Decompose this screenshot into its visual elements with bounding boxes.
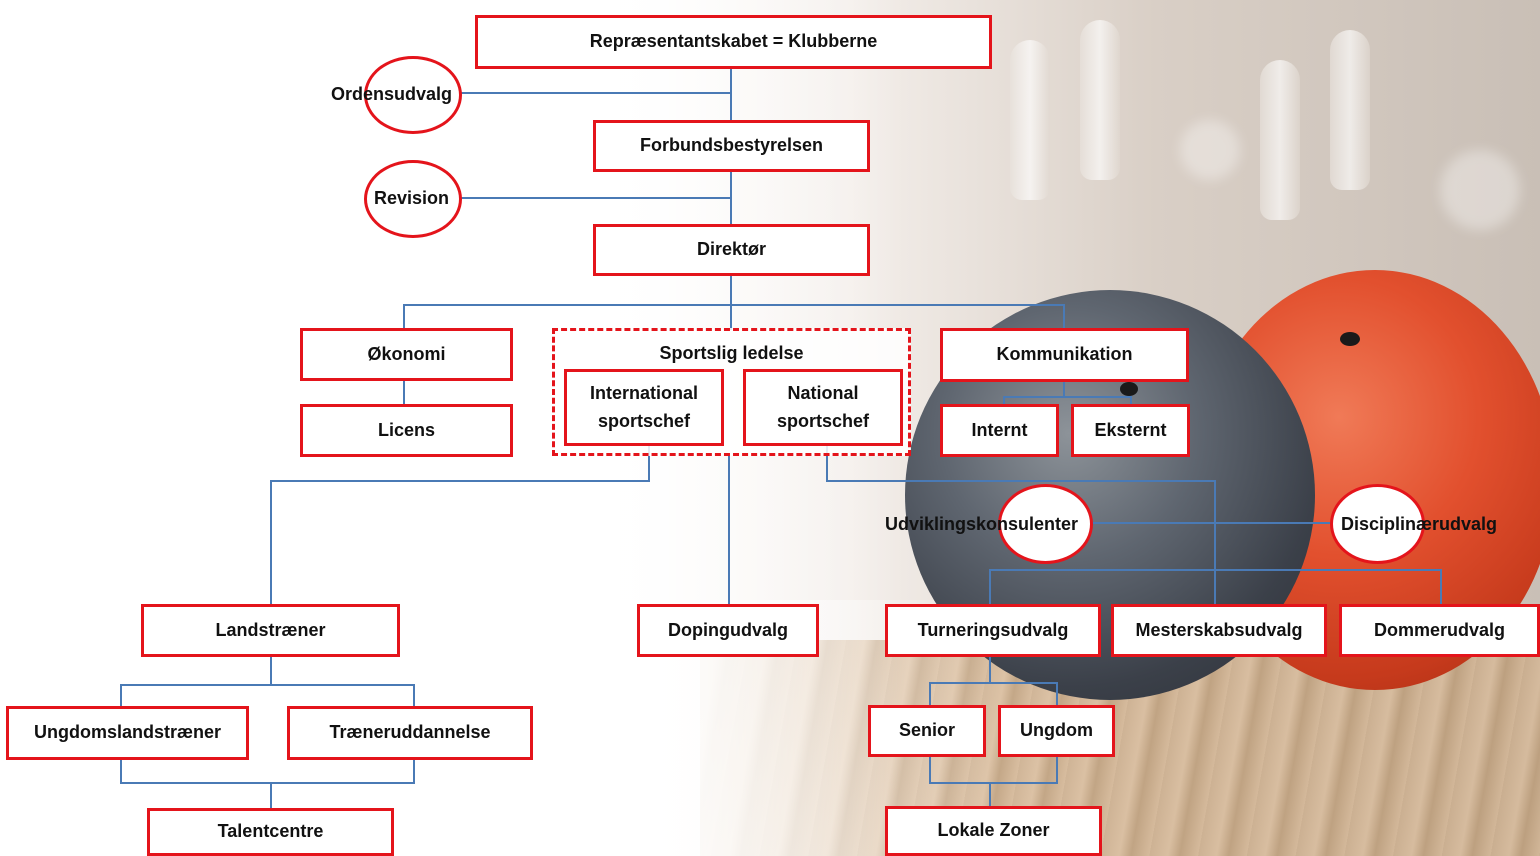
sportslig-ledelse-title: Sportslig ledelse	[659, 343, 804, 363]
kommunikation-box: Kommunikation	[940, 328, 1189, 382]
bokeh-light	[1180, 120, 1240, 180]
ungdom-box: Ungdom	[998, 705, 1115, 757]
landstraener-box: Landstræner	[141, 604, 400, 657]
connector	[403, 304, 1065, 330]
representantskabet-box: Repræsentantskabet = Klubberne	[475, 15, 992, 69]
finger-hole	[1120, 382, 1138, 396]
udviklingskonsulenter-label: Udviklingskonsulenter	[885, 514, 1079, 534]
bowling-pin	[1080, 20, 1120, 180]
bowling-pin	[1010, 40, 1050, 200]
connector	[120, 758, 415, 784]
connector	[929, 755, 1058, 784]
ungdomslandstraener-box: Ungdomslandstræner	[6, 706, 249, 760]
connector	[1003, 396, 1132, 406]
dopingudvalg-box: Dopingudvalg	[637, 604, 819, 657]
disciplinaerudvalg-ellipse	[1330, 484, 1425, 564]
lokale-zoner-box: Lokale Zoner	[885, 806, 1102, 856]
finger-hole	[1340, 332, 1360, 346]
turneringsudvalg-box: Turneringsudvalg	[885, 604, 1101, 657]
licens-box: Licens	[300, 404, 513, 457]
bokeh-light	[1440, 150, 1520, 230]
direktor-box: Direktør	[593, 224, 870, 276]
connector	[120, 684, 415, 708]
connector	[989, 569, 1442, 606]
dommerudvalg-box: Dommerudvalg	[1339, 604, 1540, 657]
connector	[270, 445, 650, 606]
disciplinaerudvalg-label: Disciplinærudvalg	[1341, 514, 1498, 534]
udviklingskonsulenter-ellipse	[998, 484, 1093, 564]
international-sportschef-box: International sportschef	[564, 369, 724, 446]
traeneruddannelse-box: Træneruddannelse	[287, 706, 533, 760]
eksternt-box: Eksternt	[1071, 404, 1190, 457]
mesterskabsudvalg-box: Mesterskabsudvalg	[1111, 604, 1327, 657]
revision-ellipse	[364, 160, 462, 238]
connector	[826, 445, 1216, 606]
talentcentre-box: Talentcentre	[147, 808, 394, 856]
revision-label: Revision	[374, 188, 450, 208]
senior-box: Senior	[868, 705, 986, 757]
bowling-pin	[1260, 60, 1300, 220]
okonomi-box: Økonomi	[300, 328, 513, 381]
forbundsbestyrelsen-box: Forbundsbestyrelsen	[593, 120, 870, 172]
bowling-pin	[1330, 30, 1370, 190]
connector	[929, 682, 1058, 706]
national-sportschef-box: National sportschef	[743, 369, 903, 446]
ordensudvalg-ellipse	[364, 56, 462, 134]
internt-box: Internt	[940, 404, 1059, 457]
ordensudvalg-label: Ordensudvalg	[331, 84, 453, 104]
